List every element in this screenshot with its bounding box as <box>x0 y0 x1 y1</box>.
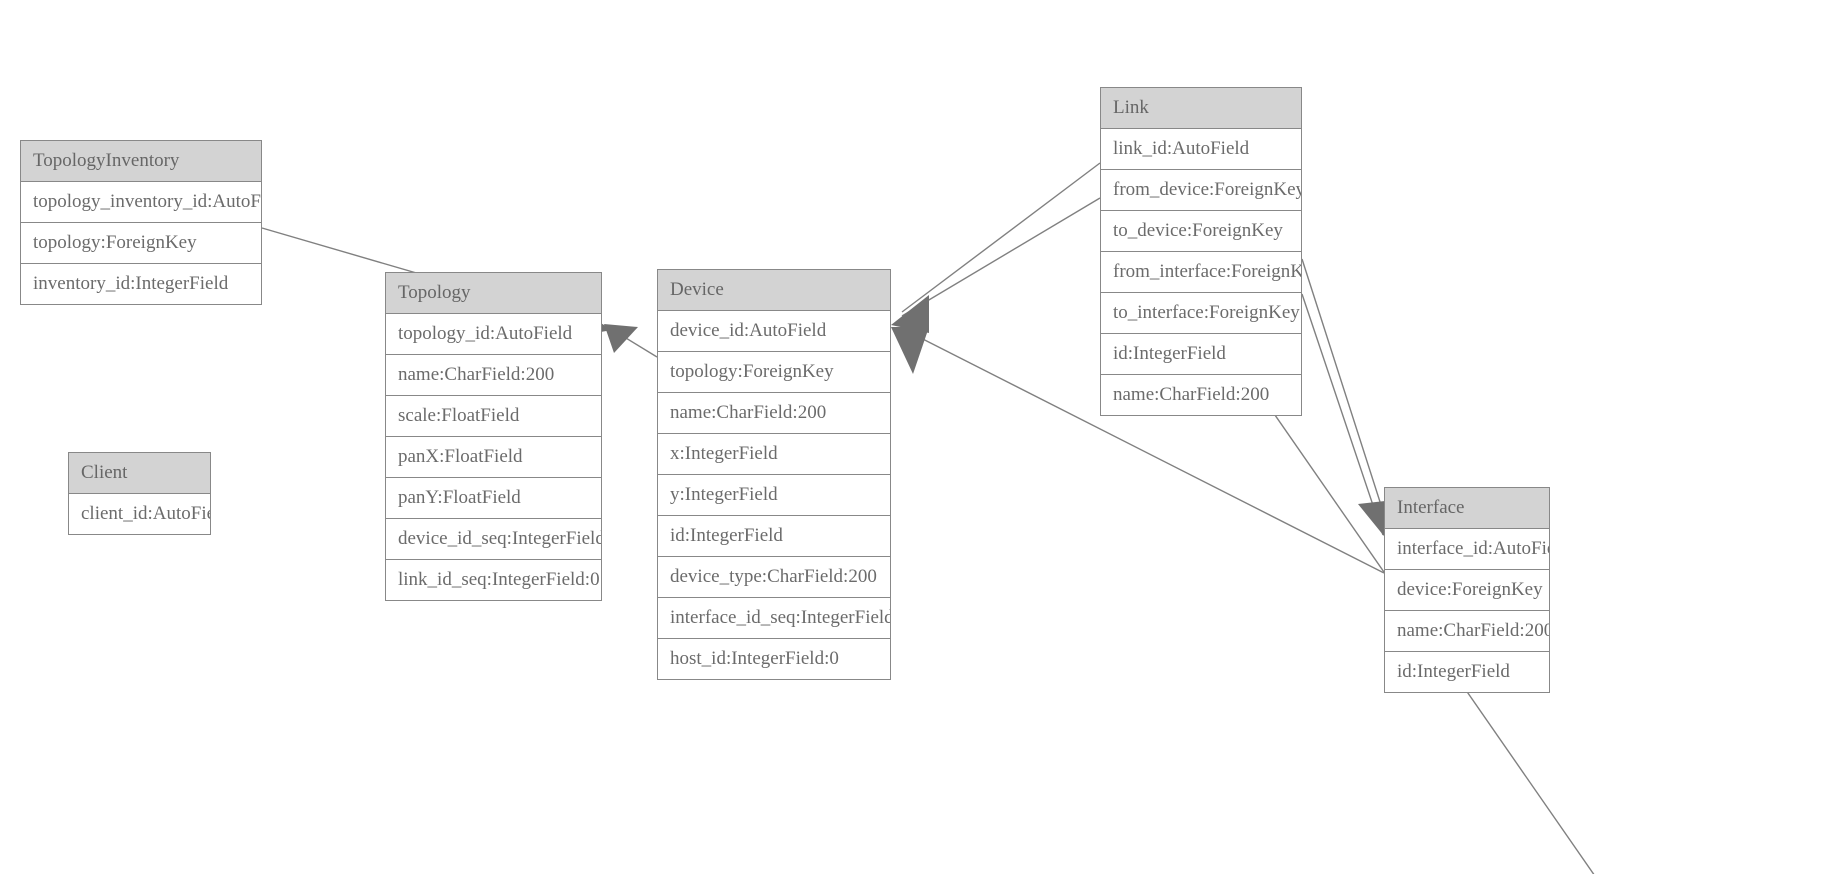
entity-field: name:CharField:200 <box>657 393 891 434</box>
entity-field: device_type:CharField:200 <box>657 557 891 598</box>
relationship-link-from-device-line <box>901 162 1101 313</box>
entity-title-topology_inventory: TopologyInventory <box>20 140 262 182</box>
entity-field: topology_inventory_id:AutoField <box>20 182 262 223</box>
entity-field: link_id:AutoField <box>1100 129 1302 170</box>
entity-field: inventory_id:IntegerField <box>20 264 262 305</box>
entity-field: id:IntegerField <box>1384 652 1550 693</box>
entity-field: to_interface:ForeignKey <box>1100 293 1302 334</box>
relationship-link-to-interface <box>1301 293 1384 536</box>
entity-field: host_id:IntegerField:0 <box>657 639 891 680</box>
entity-field: name:CharField:200 <box>1384 611 1550 652</box>
entity-title-link: Link <box>1100 87 1302 129</box>
entity-field: device_id_seq:IntegerField:0 <box>385 519 602 560</box>
entity-field: id:IntegerField <box>1100 334 1302 375</box>
entity-field: link_id_seq:IntegerField:0 <box>385 560 602 601</box>
entity-field: from_interface:ForeignKey <box>1100 252 1302 293</box>
entity-field: interface_id:AutoField <box>1384 529 1550 570</box>
entity-field: scale:FloatField <box>385 396 602 437</box>
entity-title-client: Client <box>68 452 211 494</box>
entity-field: to_device:ForeignKey <box>1100 211 1302 252</box>
entity-field: panY:FloatField <box>385 478 602 519</box>
entity-field: interface_id_seq:IntegerField:0 <box>657 598 891 639</box>
entity-field: id:IntegerField <box>657 516 891 557</box>
entity-field: topology:ForeignKey <box>20 223 262 264</box>
entity-title-device: Device <box>657 269 891 311</box>
entity-title-interface: Interface <box>1384 487 1550 529</box>
entity-title-topology: Topology <box>385 272 602 314</box>
entity-field: topology:ForeignKey <box>657 352 891 393</box>
relationship-device-topology <box>604 324 658 358</box>
arrowhead-device-cluster <box>891 295 929 374</box>
entity-field: y:IntegerField <box>657 475 891 516</box>
relationship-link-to-device-line <box>901 197 1101 317</box>
entity-field: name:CharField:200 <box>385 355 602 396</box>
entity-field: from_device:ForeignKey <box>1100 170 1302 211</box>
entity-field: panX:FloatField <box>385 437 602 478</box>
entity-field: client_id:AutoField <box>68 494 211 535</box>
entity-field: name:CharField:200 <box>1100 375 1302 416</box>
entity-interface[interactable]: Interfaceinterface_id:AutoFielddevice:Fo… <box>1384 487 1550 693</box>
entity-field: x:IntegerField <box>657 434 891 475</box>
relationship-link-from-interface <box>1301 258 1391 534</box>
entity-field: device_id:AutoField <box>657 311 891 352</box>
entity-field: topology_id:AutoField <box>385 314 602 355</box>
entity-field: device:ForeignKey <box>1384 570 1550 611</box>
